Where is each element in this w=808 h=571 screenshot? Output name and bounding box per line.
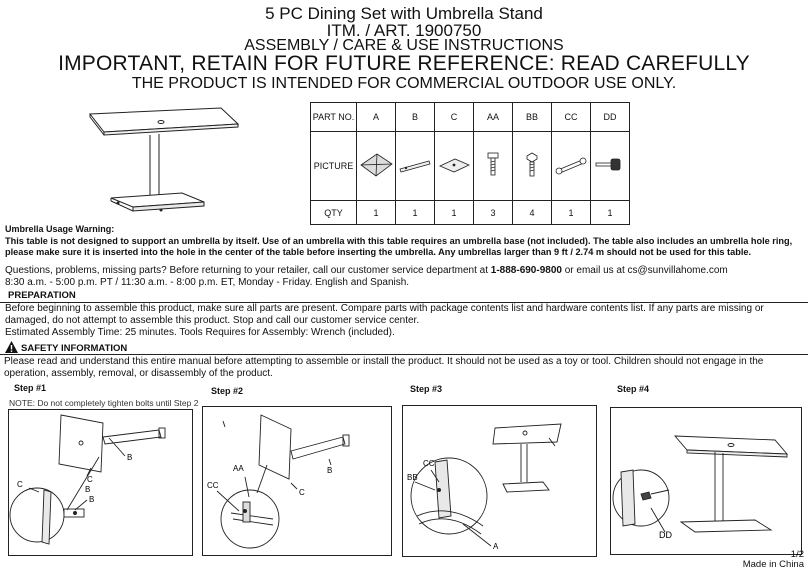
part-id: BB (512, 102, 552, 132)
part-qty: 1 (356, 200, 396, 225)
part-qty: 4 (512, 200, 552, 225)
preparation-title: PREPARATION (8, 290, 76, 301)
umbrella-warning-title: Umbrella Usage Warning: (5, 224, 115, 234)
assembly-estimate: Estimated Assembly Time: 25 minutes. Too… (5, 327, 395, 338)
page-number: 1/2 (790, 549, 804, 560)
step-2-drawing: AA CC B C (207, 414, 350, 549)
made-in-label: Made in China (742, 559, 804, 570)
part-id: B (395, 102, 435, 132)
document-title: 5 PC Dining Set with Umbrella Stand (265, 4, 543, 23)
callout-label: C (87, 475, 93, 484)
phone-number: 1-888-690-9800 (490, 265, 562, 276)
bolt-icon (487, 152, 499, 176)
qty-header: QTY (310, 200, 357, 225)
part-qty: 3 (473, 200, 513, 225)
callout-label: A (493, 542, 499, 551)
plate-icon (439, 158, 470, 173)
wrench-icon (555, 157, 587, 175)
callout-label: CC (423, 459, 435, 468)
callout-label: B (89, 495, 94, 504)
tightening-note: NOTE: Do not completely tighten bolts un… (9, 398, 199, 408)
contact-text: Questions, problems, missing parts? Befo… (5, 265, 491, 276)
step-4-drawing: DD (612, 435, 789, 540)
callout-label: C (299, 488, 305, 497)
step-2-label: Step #2 (211, 386, 244, 396)
safety-body: Please read and understand this entire m… (4, 356, 764, 379)
part-id: CC (551, 102, 591, 132)
callout-label: B (85, 485, 90, 494)
picture-header: PICTURE (310, 131, 357, 201)
callout-label: C (17, 480, 23, 489)
parts-table: PART NO. A B C AA BB CC DD PICTURE (310, 102, 630, 225)
item-number: ITM. / ART. 1900750 (326, 21, 482, 40)
part-qty: 1 (434, 200, 474, 225)
section-divider (0, 302, 808, 303)
document-subtitle: ASSEMBLY / CARE & USE INSTRUCTIONS (244, 37, 564, 54)
part-id: AA (473, 102, 513, 132)
callout-label: CC (207, 481, 219, 490)
safety-title: SAFETY INFORMATION (21, 343, 128, 354)
commercial-use-notice: THE PRODUCT IS INTENDED FOR COMMERCIAL O… (131, 75, 677, 92)
part-no-header: PART NO. (310, 102, 357, 132)
warning-icon (5, 341, 18, 353)
callout-label: BB (407, 473, 418, 482)
step-1-diagram: B C B C B (8, 409, 193, 556)
step-4-diagram: DD (610, 407, 802, 555)
section-divider (0, 354, 808, 355)
step-1-drawing: B C B C B (9, 414, 166, 545)
support-hours: 8:30 a.m. - 5:00 p.m. PT / 11:30 a.m. - … (5, 277, 410, 288)
contact-line: Questions, problems, missing parts? Befo… (5, 265, 805, 277)
umbrella-warning-body: This table is not designed to support an… (5, 236, 793, 257)
part-id: C (434, 102, 474, 132)
part-qty: 1 (395, 200, 435, 225)
part-qty: 1 (551, 200, 591, 225)
contact-email-text: or email us at cs@sunvillahome.com (561, 265, 728, 276)
preparation-body: Before beginning to assemble this produc… (5, 303, 764, 326)
base-plate-icon (360, 153, 393, 177)
step-3-drawing: CC BB A (407, 423, 562, 551)
callout-label: DD (659, 530, 672, 540)
step-4-label: Step #4 (617, 384, 650, 394)
step-2-diagram: AA CC B C (202, 406, 392, 556)
bolt-icon (526, 152, 538, 177)
step-1-label: Step #1 (14, 383, 47, 393)
step-3-label: Step #3 (410, 384, 443, 394)
part-qty: 1 (590, 200, 630, 225)
callout-label: B (127, 453, 132, 462)
pole-icon (399, 160, 431, 173)
callout-label: B (327, 466, 332, 475)
important-notice: IMPORTANT, RETAIN FOR FUTURE REFERENCE: … (58, 52, 750, 75)
table-illustration (89, 107, 240, 212)
knob-icon (595, 158, 621, 171)
part-id: DD (590, 102, 630, 132)
callout-label: AA (233, 464, 244, 473)
part-id: A (356, 102, 396, 132)
step-3-diagram: CC BB A (402, 405, 597, 557)
